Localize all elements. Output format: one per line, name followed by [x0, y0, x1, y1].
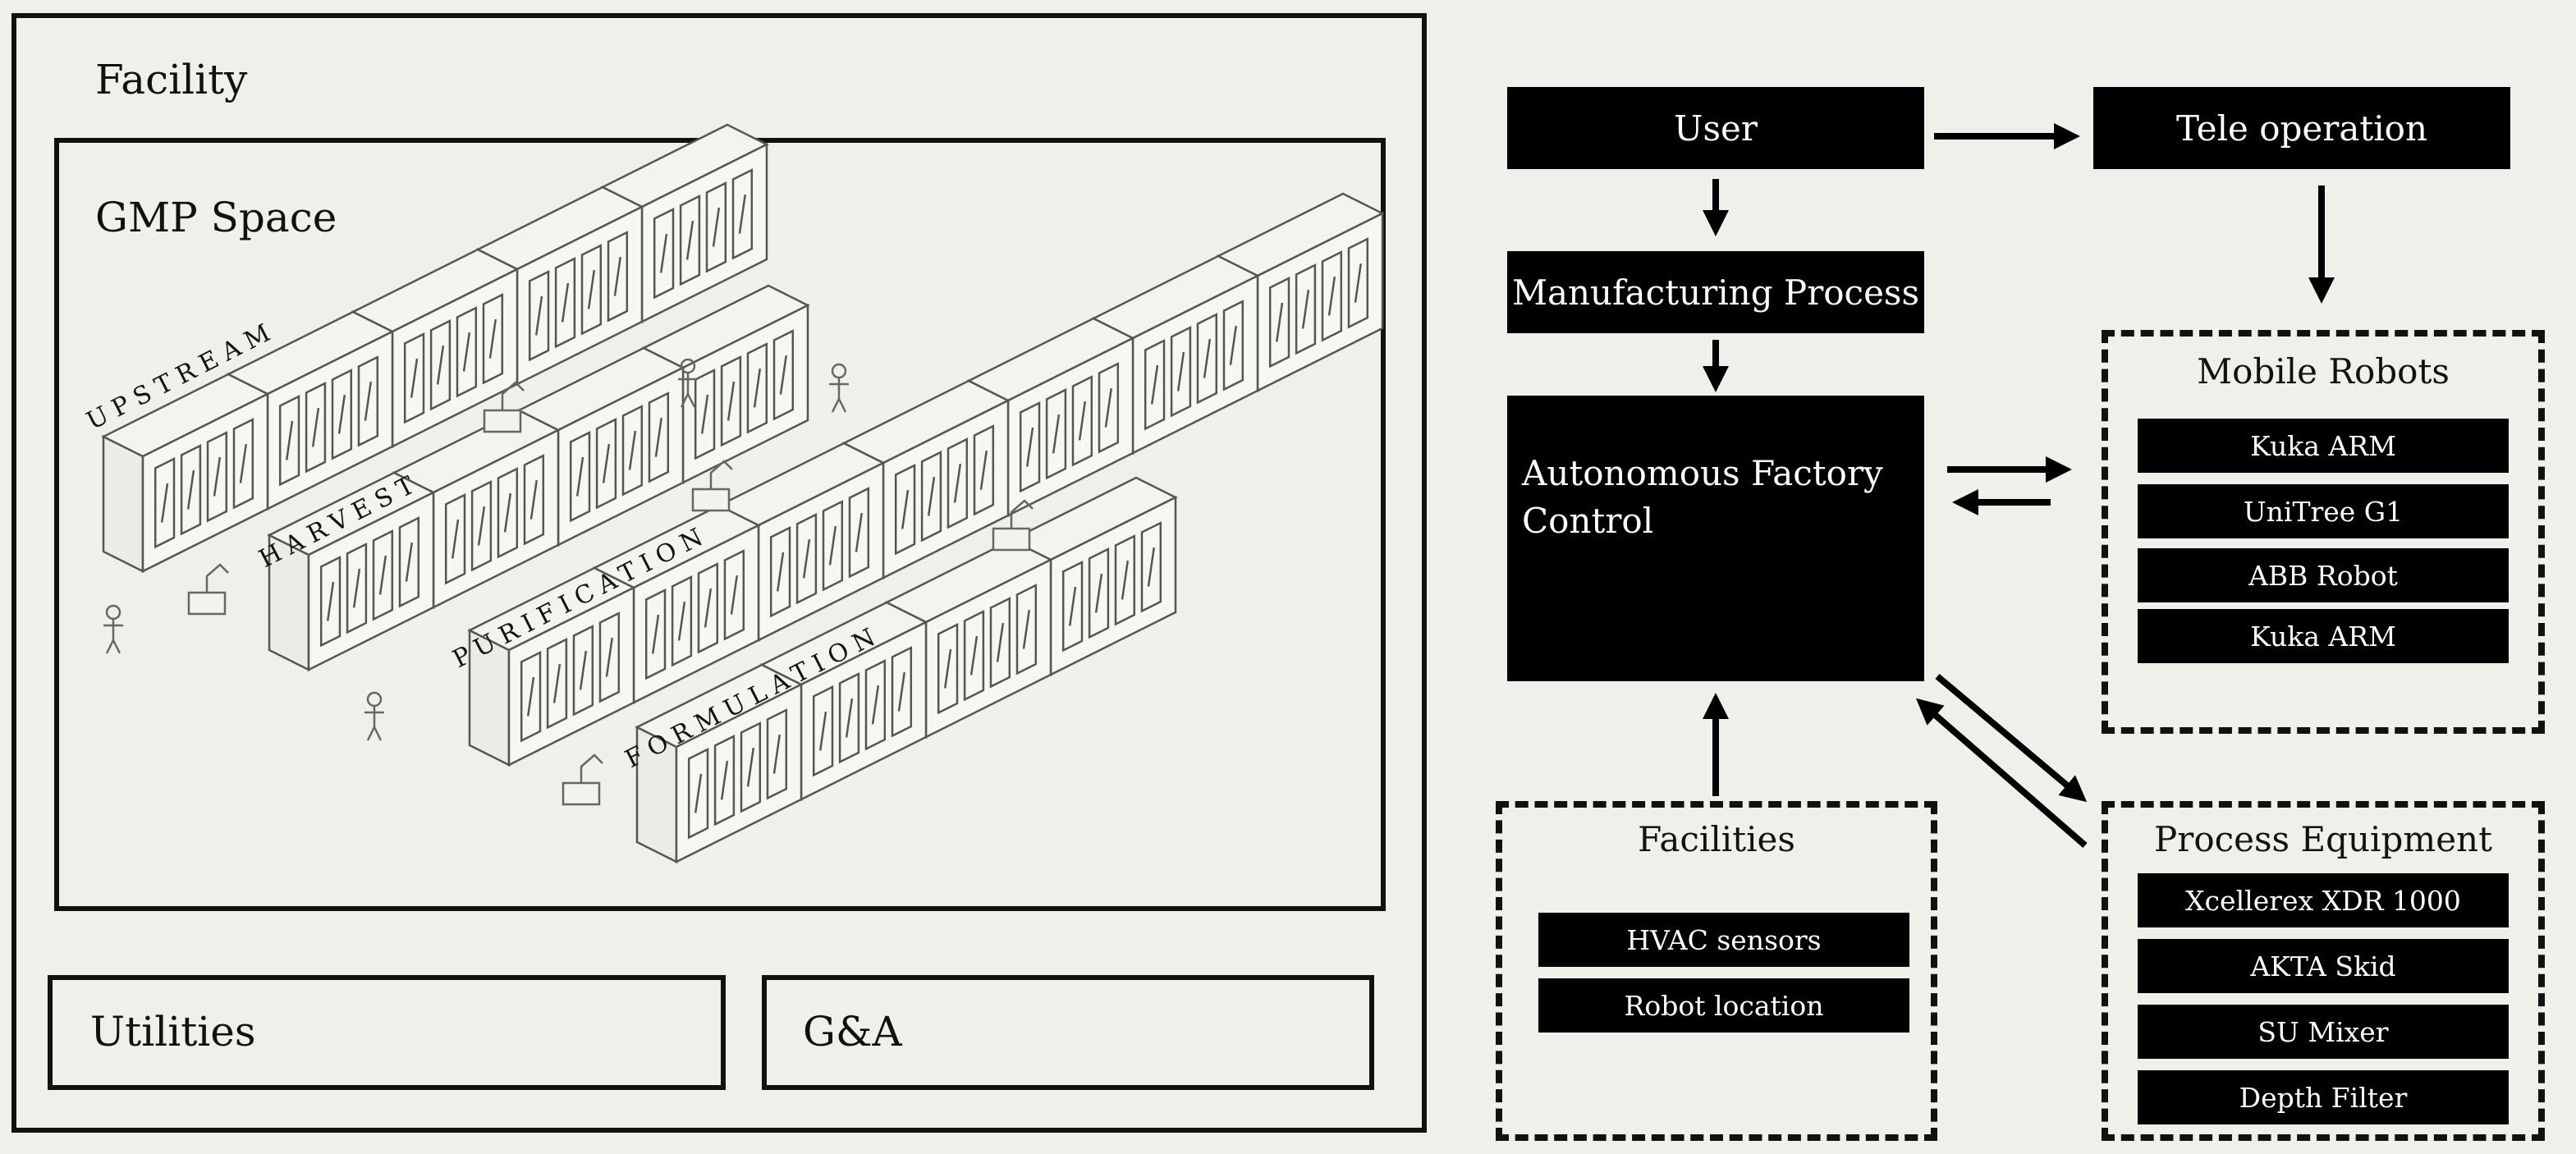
ga-label: G&A — [803, 1008, 902, 1056]
process-equipment-title: Process Equipment — [2154, 819, 2492, 859]
robot-item: Kuka ARM — [2138, 609, 2509, 663]
facilities-group: Facilities HVAC sensors Robot location — [1496, 801, 1937, 1141]
mobile-robots-group: Mobile Robots Kuka ARM UniTree G1 ABB Ro… — [2102, 330, 2545, 734]
arrow-equipment-to-afc — [1915, 698, 2088, 849]
afc-line-1: Autonomous Factory — [1522, 453, 1883, 493]
facility-item: Robot location — [1538, 978, 1909, 1033]
process-equipment-group: Process Equipment Xcellerex XDR 1000 AKT… — [2102, 801, 2545, 1141]
robot-item: UniTree G1 — [2138, 484, 2509, 538]
afc-line-2: Control — [1522, 501, 1654, 541]
equipment-item: Xcellerex XDR 1000 — [2138, 873, 2509, 927]
equipment-item: AKTA Skid — [2138, 939, 2509, 993]
arrow-afc-to-equipment — [1935, 673, 2088, 803]
utilities-label: Utilities — [90, 1008, 256, 1056]
manufacturing-process-block: Manufacturing Process — [1507, 251, 1924, 333]
gmp-space-title: GMP Space — [95, 194, 337, 241]
teleop-block: Tele operation — [2093, 87, 2510, 169]
equipment-item: Depth Filter — [2138, 1070, 2509, 1124]
ga-box — [762, 975, 1374, 1090]
facility-item: HVAC sensors — [1538, 913, 1909, 967]
user-block: User — [1507, 87, 1924, 169]
facilities-title: Facilities — [1638, 819, 1795, 859]
facility-title: Facility — [95, 56, 248, 103]
utilities-box — [48, 975, 726, 1090]
robot-item: ABB Robot — [2138, 548, 2509, 602]
robot-item: Kuka ARM — [2138, 419, 2509, 473]
mobile-robots-title: Mobile Robots — [2197, 351, 2450, 392]
autonomous-factory-control-block: Autonomous Factory Control — [1507, 396, 1924, 681]
equipment-item: SU Mixer — [2138, 1005, 2509, 1059]
